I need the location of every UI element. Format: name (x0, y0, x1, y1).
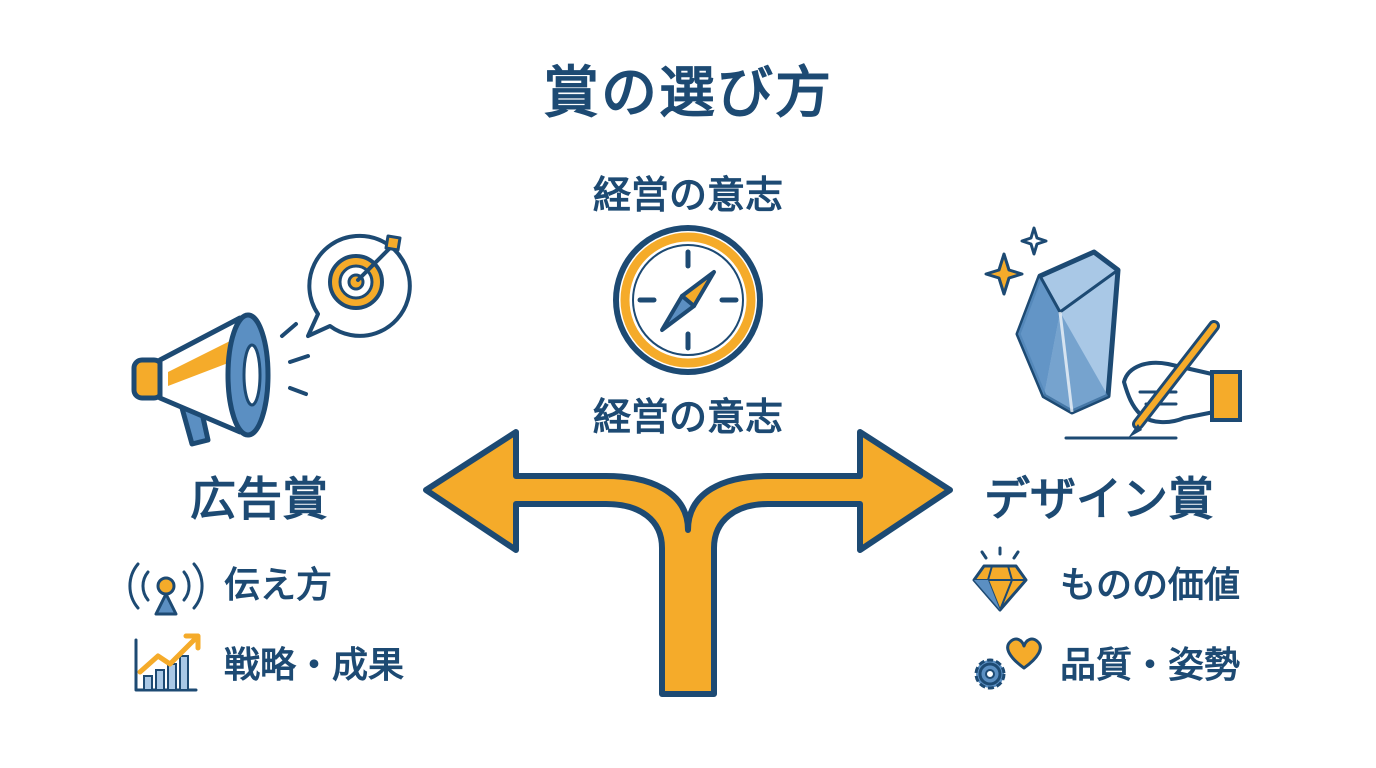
compass-icon (613, 225, 763, 375)
center-bottom-label: 経営の意志 (592, 395, 783, 439)
center-top-label: 経営の意志 (592, 173, 783, 217)
page-title: 賞の選び方 (543, 61, 833, 126)
gear-heart-icon (974, 637, 1042, 690)
left-branch-title: 広告賞 (190, 472, 328, 526)
fork-arrow (423, 429, 953, 697)
right-item-quality: 品質・姿勢 (1060, 645, 1241, 686)
left-item-strategy: 戦略・成果 (224, 645, 405, 686)
left-item-communication: 伝え方 (224, 565, 333, 606)
growth-chart-icon (134, 633, 201, 692)
broadcast-antenna-icon (128, 562, 204, 616)
right-branch-title: デザイン賞 (984, 472, 1214, 526)
target-icon (306, 233, 412, 338)
diamond-icon (972, 546, 1028, 612)
sparkle-icon (984, 226, 1048, 296)
hand-pen-icon (1064, 320, 1242, 440)
right-item-value: ものの価値 (1060, 565, 1241, 606)
crystal-trophy-icon (1015, 249, 1121, 415)
megaphone-icon (131, 312, 310, 447)
